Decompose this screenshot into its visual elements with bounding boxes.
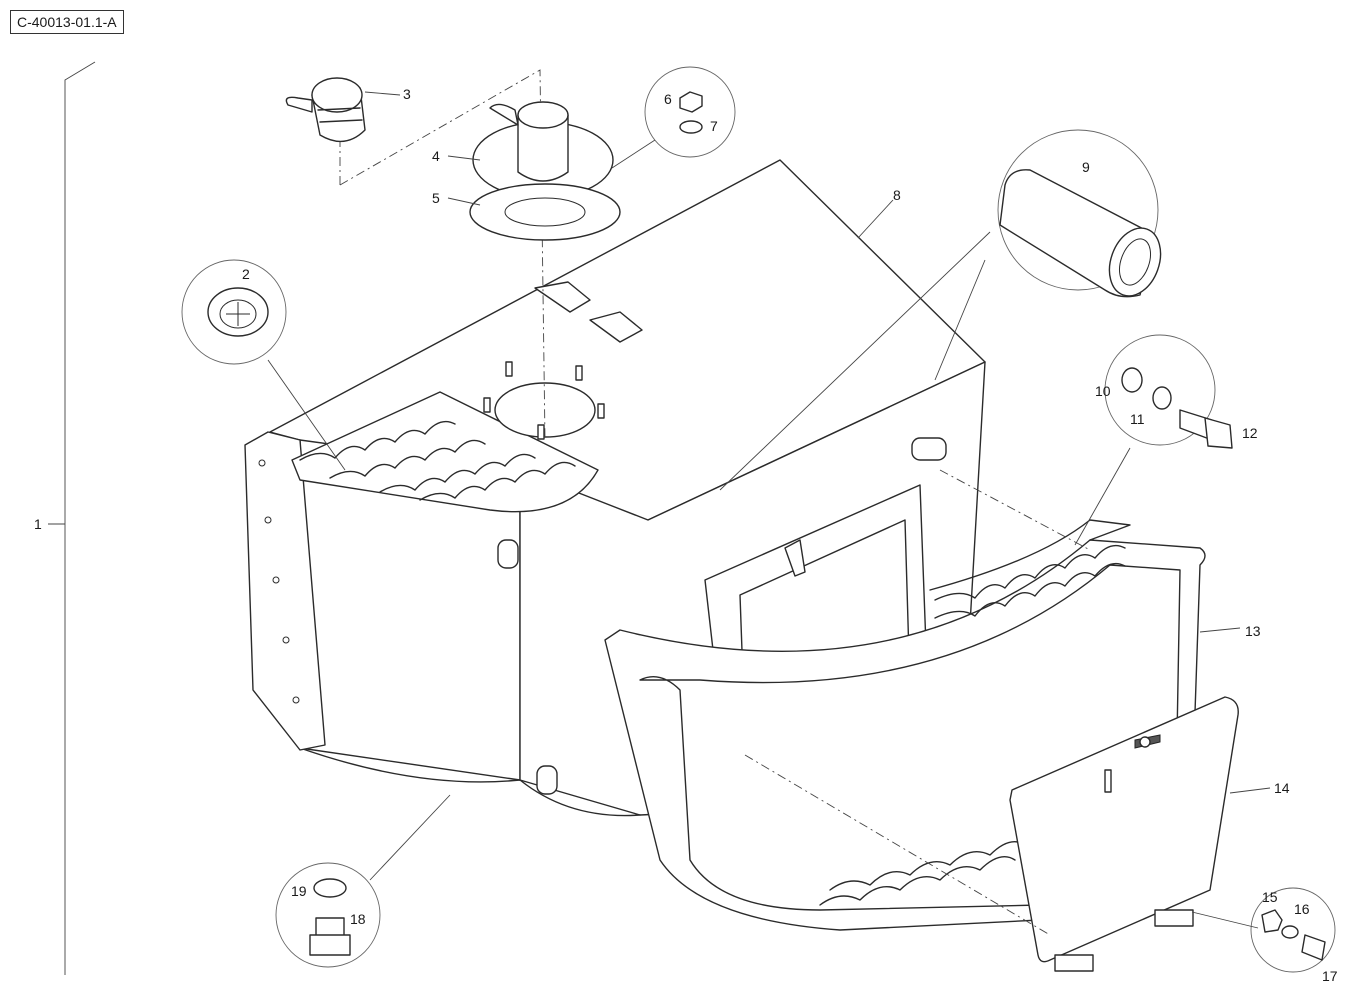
callout-18: 18 xyxy=(350,911,366,927)
drawing-reference-code: C-40013-01.1-A xyxy=(10,10,124,34)
hinge xyxy=(1054,954,1094,972)
flange-holes xyxy=(258,459,300,704)
boss xyxy=(497,539,519,569)
callout-7: 7 xyxy=(710,118,718,134)
callout-1: 1 xyxy=(34,516,42,532)
detail-bubble-15-17 xyxy=(1250,887,1336,973)
detail-bubble-6-7 xyxy=(644,66,736,158)
cover-plate xyxy=(1009,696,1239,972)
boss xyxy=(911,437,947,461)
callout-13: 13 xyxy=(1245,623,1261,639)
assembly-bracket xyxy=(48,61,96,975)
callout-17: 17 xyxy=(1322,968,1338,984)
detail-bubble-9 xyxy=(997,129,1162,298)
callout-4: 4 xyxy=(432,148,440,164)
callout-15: 15 xyxy=(1262,889,1278,905)
leader-lines xyxy=(267,91,1271,929)
callout-labels: 1 2 3 4 5 6 7 8 9 10 11 12 13 14 15 16 1… xyxy=(34,86,1338,984)
clip xyxy=(534,281,591,313)
callout-19: 19 xyxy=(291,883,307,899)
callout-16: 16 xyxy=(1294,901,1310,917)
callout-2: 2 xyxy=(242,266,250,282)
callout-10: 10 xyxy=(1095,383,1111,399)
detail-bubble-10-12 xyxy=(1104,334,1233,449)
filler-flange xyxy=(472,101,614,199)
callout-6: 6 xyxy=(664,91,672,107)
callout-5: 5 xyxy=(432,190,440,206)
clip xyxy=(589,311,643,343)
callout-12: 12 xyxy=(1242,425,1258,441)
callout-9: 9 xyxy=(1082,159,1090,175)
boss xyxy=(536,765,558,795)
hinge xyxy=(1154,909,1194,927)
filler-studs xyxy=(483,361,605,440)
callout-3: 3 xyxy=(403,86,411,102)
slot xyxy=(1104,769,1112,793)
detail-bubble-18-19 xyxy=(275,862,381,968)
filler-cap xyxy=(285,77,366,143)
callout-11: 11 xyxy=(1130,411,1145,427)
callout-8: 8 xyxy=(893,187,901,203)
detail-bubble-2 xyxy=(181,259,287,365)
callout-14: 14 xyxy=(1274,780,1290,796)
gasket xyxy=(469,183,621,241)
